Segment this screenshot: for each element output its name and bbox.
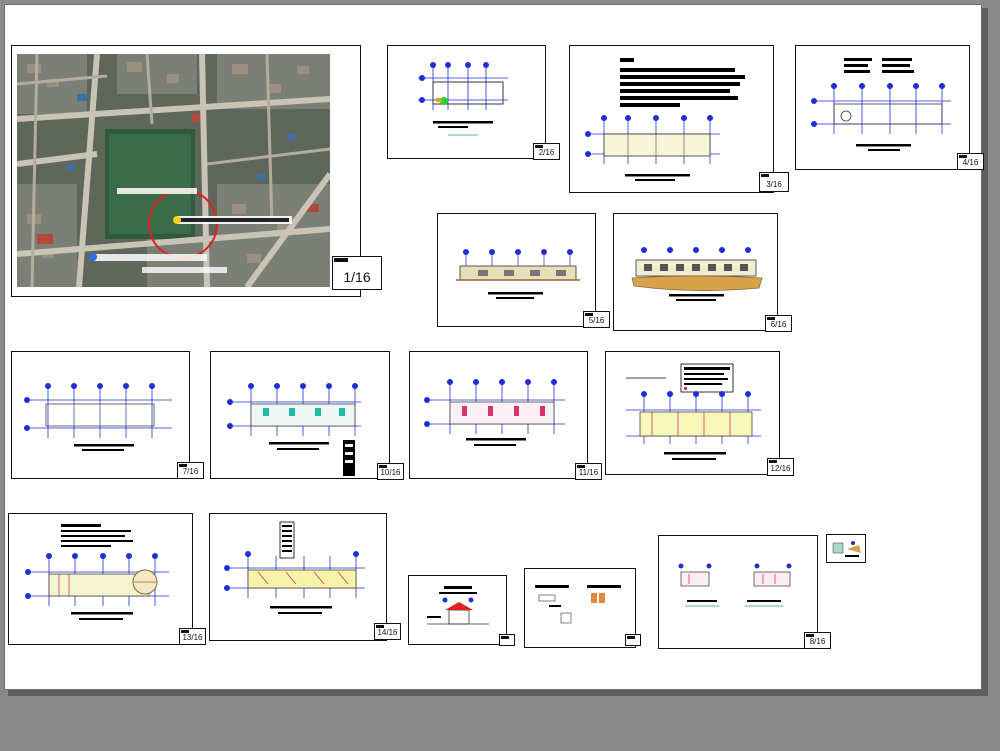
sheet-panel-4[interactable] — [795, 45, 970, 170]
sheet-number-label: 8/16 — [809, 637, 826, 646]
sheet-panel-5[interactable] — [437, 213, 596, 327]
sheet-panel-11[interactable] — [409, 351, 588, 479]
sheet-number-tag: 12/16 — [767, 458, 794, 476]
site-location-panel[interactable] — [11, 45, 361, 297]
sheet-number-label: 12/16 — [770, 464, 791, 473]
sheet-number-label: 11/16 — [578, 468, 599, 477]
sheet-panel-detail-c[interactable] — [826, 534, 866, 563]
sheet-panel-detail-a[interactable] — [408, 575, 507, 645]
sheet-number-tag — [499, 634, 515, 646]
sheet-number-tag: 2/16 — [533, 143, 560, 160]
sheet-number-label: 1/16 — [343, 269, 371, 285]
sheet-number-label: 5/16 — [588, 316, 605, 325]
sheet-number-label: 6/16 — [770, 320, 787, 329]
sheet-number-label: 13/16 — [182, 633, 203, 642]
sheet-number-tag: 4/16 — [957, 153, 984, 170]
sheet-number-tag: 3/16 — [759, 172, 789, 192]
sheet-number-label: 7/16 — [182, 467, 199, 476]
aerial-photo — [17, 54, 330, 287]
sheet-panel-3[interactable] — [569, 45, 774, 193]
sheet-shadow — [982, 8, 988, 694]
sheet-number-tag: 8/16 — [804, 632, 831, 649]
sheet-panel-14[interactable] — [209, 513, 387, 641]
sheet-panel-detail-b[interactable] — [524, 568, 636, 648]
drawing-sheet: 1/16 2/16 — [4, 4, 984, 690]
sheet-panel-13[interactable] — [8, 513, 193, 645]
sheet-number-tag — [625, 634, 641, 646]
sheet-panel-12[interactable] — [605, 351, 780, 475]
sheet-number-tag: 13/16 — [179, 628, 206, 645]
sheet-number-label: 3/16 — [766, 180, 782, 189]
sheet-number-tag: 10/16 — [377, 463, 404, 480]
sheet-shadow — [8, 690, 988, 696]
sheet-number-tag: 7/16 — [177, 462, 204, 479]
sheet-panel-2[interactable] — [387, 45, 546, 159]
sheet-number-tag: 11/16 — [575, 463, 602, 480]
sheet-panel-6[interactable] — [613, 213, 778, 331]
sheet-panel-10[interactable] — [210, 351, 390, 479]
sheet-number-label: 2/16 — [538, 148, 555, 157]
sheet-number-tag: 14/16 — [374, 623, 401, 640]
sheet-number-label: 14/16 — [377, 628, 398, 637]
sheet-number-tag: 1/16 — [332, 256, 382, 290]
sheet-number-label: 4/16 — [962, 158, 979, 167]
sheet-number-label: 10/16 — [380, 468, 401, 477]
sheet-panel-8[interactable] — [658, 535, 818, 649]
sheet-number-tag: 5/16 — [583, 311, 610, 328]
sheet-number-tag: 6/16 — [765, 315, 792, 332]
sheet-panel-7[interactable] — [11, 351, 190, 479]
